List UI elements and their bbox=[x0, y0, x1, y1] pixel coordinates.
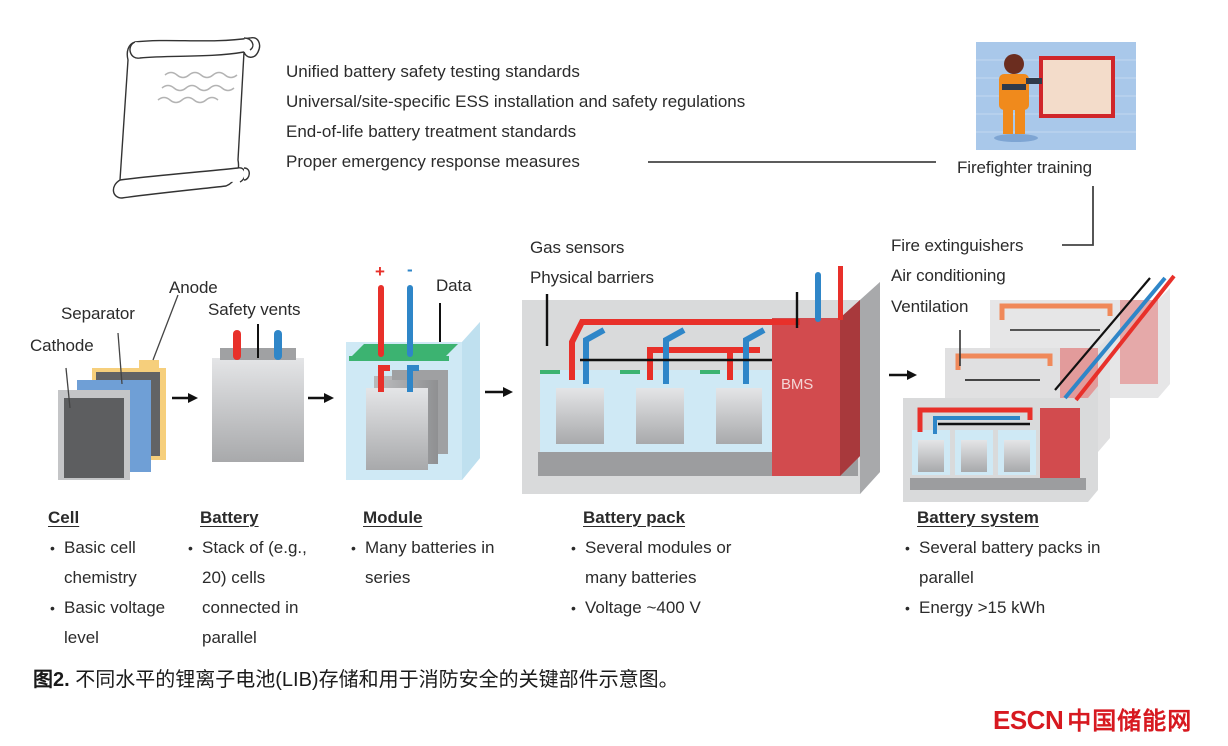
regulation-item: End-of-life battery treatment standards bbox=[286, 122, 577, 141]
connector-lines bbox=[648, 161, 1094, 246]
logo-latin: ESCN bbox=[993, 705, 1064, 735]
data-label: Data bbox=[436, 276, 472, 295]
level-module: Module Many batteries in series bbox=[349, 503, 519, 593]
caption-text: 不同水平的锂离子电池(LIB)存储和用于消防安全的关键部件示意图。 bbox=[69, 669, 679, 691]
gas-sensors-label: Gas sensors bbox=[530, 238, 625, 257]
level-bullet: Energy >15 kWh bbox=[903, 593, 1163, 623]
regulation-item: Unified battery safety testing standards bbox=[286, 62, 580, 81]
regulation-item: Universal/site-specific ESS installation… bbox=[286, 92, 746, 111]
scroll-text-waves bbox=[157, 71, 238, 104]
negative-terminal-label: - bbox=[407, 260, 413, 279]
safety-vents-label: Safety vents bbox=[208, 300, 301, 319]
regulation-scroll-icon bbox=[112, 37, 261, 199]
figure-number: 图2. bbox=[33, 669, 70, 691]
cathode-label: Cathode bbox=[30, 336, 94, 355]
fire-extinguishers-label: Fire extinguishers bbox=[891, 236, 1024, 255]
level-title: Cell bbox=[48, 508, 80, 527]
battery-illustration bbox=[212, 324, 304, 462]
level-bullet: Several modules or many batteries bbox=[569, 533, 765, 593]
positive-terminal-label: + bbox=[375, 262, 385, 281]
battery-system-illustration bbox=[903, 274, 1176, 502]
level-title: Battery bbox=[200, 508, 259, 527]
level-bullet: Basic cell chemistry bbox=[48, 533, 174, 593]
level-bullet: Many batteries in series bbox=[349, 533, 505, 593]
bms-label: BMS bbox=[781, 376, 814, 393]
level-battery: Battery Stack of (e.g., 20) cells connec… bbox=[186, 503, 336, 653]
cell-illustration bbox=[58, 294, 179, 480]
battery-pack-illustration bbox=[522, 266, 880, 494]
anode-label: Anode bbox=[169, 278, 218, 297]
air-conditioning-label: Air conditioning bbox=[891, 266, 1006, 285]
module-illustration bbox=[346, 285, 480, 480]
level-battery-pack: Battery pack Several modules or many bat… bbox=[569, 503, 789, 623]
pack-modules bbox=[540, 370, 774, 452]
level-bullet: Several battery packs in parallel bbox=[903, 533, 1149, 593]
flow-arrows bbox=[172, 370, 917, 403]
firefighter-illustration bbox=[976, 42, 1136, 150]
level-bullet: Stack of (e.g., 20) cells connected in p… bbox=[186, 533, 330, 653]
regulation-item: Proper emergency response measures bbox=[286, 152, 580, 171]
figure-caption: 图2. 不同水平的锂离子电池(LIB)存储和用于消防安全的关键部件示意图。 bbox=[33, 663, 679, 692]
physical-barriers-label: Physical barriers bbox=[530, 268, 654, 287]
level-title: Battery pack bbox=[583, 508, 686, 527]
firefighter-training-label: Firefighter training bbox=[957, 158, 1093, 177]
level-title: Module bbox=[363, 508, 423, 527]
level-bullet: Basic voltage level bbox=[48, 593, 184, 653]
level-cell: Cell Basic cell chemistry Basic voltage … bbox=[48, 503, 188, 653]
level-bullet: Voltage ~400 V bbox=[569, 593, 789, 623]
level-title: Battery system bbox=[917, 508, 1039, 527]
ventilation-label: Ventilation bbox=[891, 297, 969, 316]
level-battery-system: Battery system Several battery packs in … bbox=[903, 503, 1163, 623]
logo-chinese: 中国储能网 bbox=[1067, 708, 1193, 735]
separator-label: Separator bbox=[61, 304, 135, 323]
